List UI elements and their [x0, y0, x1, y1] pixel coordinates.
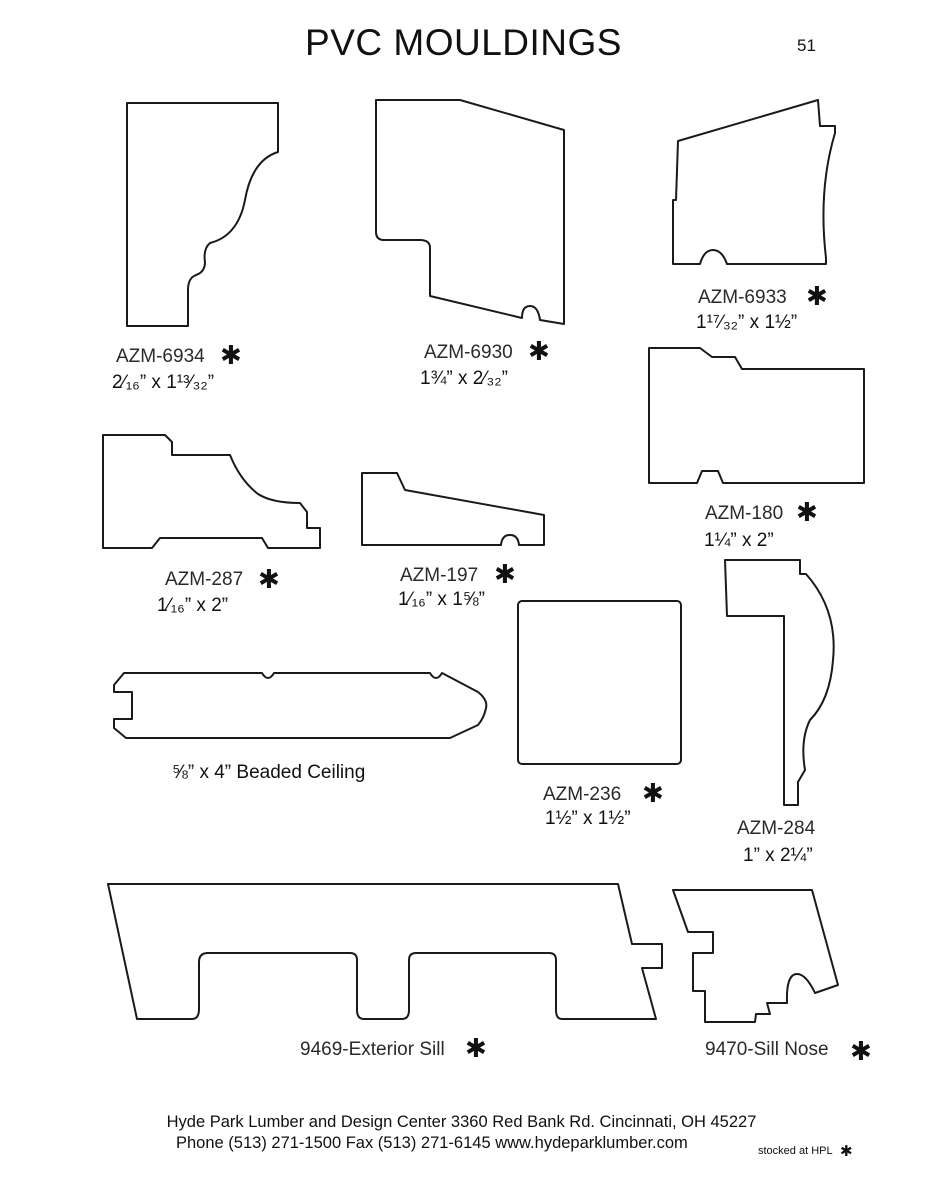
- label-azm-197: AZM-197: [400, 565, 479, 586]
- stocked-icon: ✱: [528, 336, 550, 366]
- dim-azm-284: 1” x 2¼”: [743, 845, 813, 866]
- profile-9470-sill-nose: [672, 889, 839, 1023]
- footer-address: Hyde Park Lumber and Design Center 3360 …: [166, 1113, 757, 1131]
- profile-azm-197: [361, 472, 545, 546]
- profile-azm-236: [517, 600, 682, 765]
- label-9470-sill-nose: 9470-Sill Nose: [705, 1039, 829, 1060]
- label-azm-287: AZM-287: [165, 569, 244, 590]
- stocked-icon: ✱: [258, 564, 280, 594]
- profile-azm-6934: [126, 102, 279, 327]
- dim-azm-6934: 2⁄₁₆” x 1¹³⁄₃₂”: [112, 372, 215, 393]
- label-azm-236: AZM-236: [543, 784, 622, 805]
- dim-azm-197: 1⁄₁₆” x 1⅝”: [398, 589, 485, 610]
- label-azm-284: AZM-284: [737, 818, 816, 839]
- stocked-icon: ✱: [840, 1143, 853, 1160]
- profile-azm-284: [724, 559, 835, 806]
- dim-azm-6930: 1¾” x 2⁄₃₂”: [420, 368, 508, 389]
- label-azm-6934: AZM-6934: [116, 346, 205, 367]
- stocked-icon: ✱: [220, 340, 242, 370]
- dim-azm-287: 1⁄₁₆” x 2”: [157, 595, 229, 616]
- dim-azm-180: 1¼” x 2”: [704, 530, 774, 551]
- label-9469-exterior-sill: 9469-Exterior Sill: [300, 1039, 445, 1060]
- page-number: 51: [797, 36, 816, 55]
- dim-azm-6933: 1¹⁷⁄₃₂” x 1½”: [696, 312, 798, 333]
- stocked-note: stocked at HPL: [758, 1145, 833, 1157]
- profile-9469-exterior-sill: [107, 883, 663, 1020]
- stocked-icon: ✱: [465, 1033, 487, 1063]
- stocked-icon: ✱: [796, 497, 818, 527]
- label-azm-180: AZM-180: [705, 503, 784, 524]
- footer-contact: Phone (513) 271-1500 Fax (513) 271-6145 …: [176, 1134, 688, 1152]
- profile-azm-287: [102, 434, 321, 549]
- stocked-icon: ✱: [642, 778, 664, 808]
- profile-azm-180: [648, 347, 865, 484]
- profile-beaded-ceiling: [113, 672, 488, 739]
- profile-azm-6930: [375, 99, 565, 325]
- profile-azm-6933: [672, 99, 836, 265]
- page-title: PVC MOULDINGS: [305, 22, 622, 63]
- stocked-icon: ✱: [850, 1036, 872, 1066]
- stocked-icon: ✱: [806, 281, 828, 311]
- label-azm-6930: AZM-6930: [424, 342, 513, 363]
- label-azm-6933: AZM-6933: [698, 287, 787, 308]
- label-beaded-ceiling: ⅝” x 4” Beaded Ceiling: [172, 762, 366, 783]
- dim-azm-236: 1½” x 1½”: [545, 808, 631, 829]
- stocked-icon: ✱: [494, 559, 516, 589]
